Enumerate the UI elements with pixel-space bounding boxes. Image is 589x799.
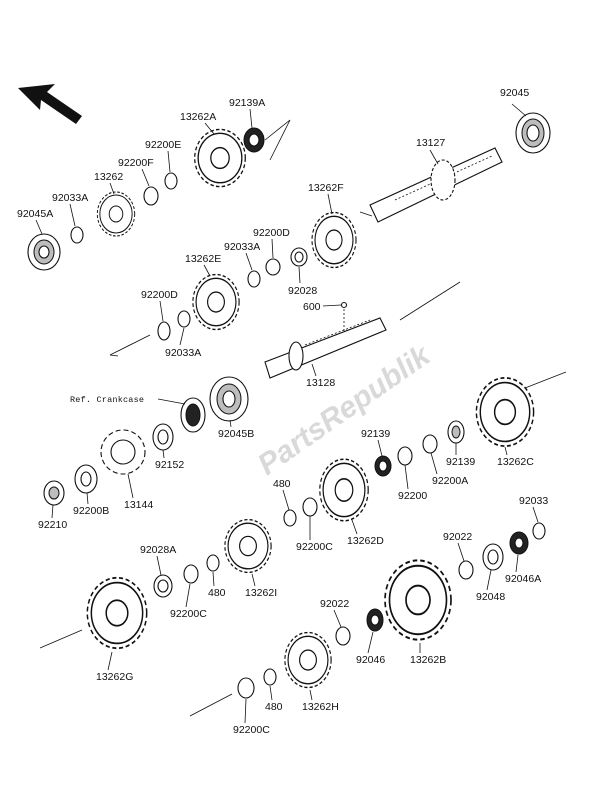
label-480-c: 480 — [265, 701, 283, 713]
washer-92200D-left — [157, 321, 171, 341]
label-92033A-mid: 92033A — [224, 241, 260, 253]
label-92200B: 92200B — [73, 505, 109, 517]
label-600: 600 — [303, 301, 321, 313]
label-92200D-left: 92200D — [141, 289, 178, 301]
collar-92152 — [152, 423, 174, 451]
lower-gear-assembly — [39, 371, 567, 717]
label-92028: 92028 — [288, 285, 317, 297]
label-92028A: 92028A — [140, 544, 176, 556]
label-480-a: 480 — [273, 478, 291, 490]
needle-bearing-92046 — [366, 608, 384, 632]
washer-92200A — [422, 434, 438, 454]
needle-bearing-92139A — [243, 127, 265, 153]
crankcase-seal — [180, 397, 206, 433]
label-92200C-b: 92200C — [170, 608, 207, 620]
label-92200F: 92200F — [118, 157, 154, 169]
label-92033: 92033 — [519, 495, 548, 507]
gear-13262G — [86, 576, 148, 650]
gear-13262B — [384, 559, 452, 641]
output-shaft-assembly — [27, 103, 551, 357]
label-13262E: 13262E — [185, 253, 221, 265]
sprocket-13144 — [100, 429, 146, 475]
circlip-92033 — [532, 522, 546, 540]
label-92045A: 92045A — [17, 208, 53, 220]
washer-92200 — [397, 446, 413, 466]
shaft-13127 — [359, 147, 503, 223]
label-92200: 92200 — [398, 490, 427, 502]
label-13144: 13144 — [124, 499, 153, 511]
washer-92022-right — [458, 560, 474, 580]
bearing-92045B — [209, 376, 249, 422]
bearing-92045 — [515, 112, 551, 154]
label-92200E: 92200E — [145, 139, 181, 151]
nut-92210 — [43, 480, 65, 506]
label-92139A: 92139A — [229, 97, 265, 109]
gear-13262F — [311, 211, 357, 269]
label-13262G: 13262G — [96, 671, 133, 683]
gear-13262C — [475, 377, 535, 447]
shaft-13128 — [264, 281, 461, 379]
front-direction-arrow-icon — [18, 84, 82, 124]
label-92200C-c: 92200C — [233, 724, 270, 736]
label-92139-left: 92139 — [361, 428, 390, 440]
label-92022-right: 92022 — [443, 531, 472, 543]
label-92033A-top: 92033A — [52, 192, 88, 204]
label-ref-crankcase: Ref. Crankcase — [70, 395, 144, 405]
gear-13262D — [319, 458, 369, 522]
washer-92022-mid — [335, 626, 351, 646]
label-13262I: 13262I — [245, 587, 277, 599]
washer-92200D-top — [265, 258, 281, 276]
circlip-480-c — [263, 668, 277, 686]
label-13262D: 13262D — [347, 535, 384, 547]
gear-13262E — [192, 273, 240, 331]
circlip-92033A-top — [70, 226, 84, 244]
needle-bearing-92046A — [509, 531, 529, 555]
label-480-b: 480 — [208, 587, 226, 599]
washer-92200F — [143, 186, 159, 206]
circlip-92033A-mid — [247, 270, 261, 288]
gear-13262A — [193, 128, 247, 188]
circlip-480-a — [283, 509, 297, 527]
label-13262H: 13262H — [302, 701, 339, 713]
collar-92028 — [290, 247, 308, 267]
part-labels: 92045 13127 92139A 13262A 92200E 92200F … — [17, 87, 548, 736]
washer-92200C-a — [302, 497, 318, 517]
label-92139-right: 92139 — [446, 456, 475, 468]
label-13262C: 13262C — [497, 456, 534, 468]
label-92048: 92048 — [476, 591, 505, 603]
gear-13262 — [96, 191, 136, 237]
label-92022-mid: 92022 — [320, 598, 349, 610]
input-shaft-assembly — [43, 281, 461, 506]
washer-92200C-c — [237, 677, 255, 699]
gear-13262I — [224, 518, 272, 574]
label-13128: 13128 — [306, 377, 335, 389]
label-92210: 92210 — [38, 519, 67, 531]
label-92152: 92152 — [155, 459, 184, 471]
gear-13262H — [284, 631, 332, 689]
circlip-92200E — [164, 172, 178, 190]
label-92045: 92045 — [500, 87, 529, 99]
label-92046A: 92046A — [505, 573, 541, 585]
label-92200C-a: 92200C — [296, 541, 333, 553]
label-92046: 92046 — [356, 654, 385, 666]
washer-92200B — [74, 464, 98, 494]
label-92045B: 92045B — [218, 428, 254, 440]
label-92033A-low: 92033A — [165, 347, 201, 359]
washer-92200C-b — [183, 564, 199, 584]
needle-bearing-92139-right — [447, 420, 465, 444]
label-92200A: 92200A — [432, 475, 468, 487]
label-13262A: 13262A — [180, 111, 216, 123]
needle-bearing-92139-left — [374, 455, 392, 477]
circlip-480-b — [206, 554, 220, 572]
bearing-92045A — [27, 233, 61, 271]
collar-92048 — [482, 543, 504, 571]
label-13262: 13262 — [94, 171, 123, 183]
collar-92028A — [153, 574, 173, 598]
label-13127: 13127 — [416, 137, 445, 149]
label-13262B: 13262B — [410, 654, 446, 666]
label-92200D-top: 92200D — [253, 227, 290, 239]
label-13262F: 13262F — [308, 182, 344, 194]
circlip-92033A-low — [177, 310, 191, 328]
